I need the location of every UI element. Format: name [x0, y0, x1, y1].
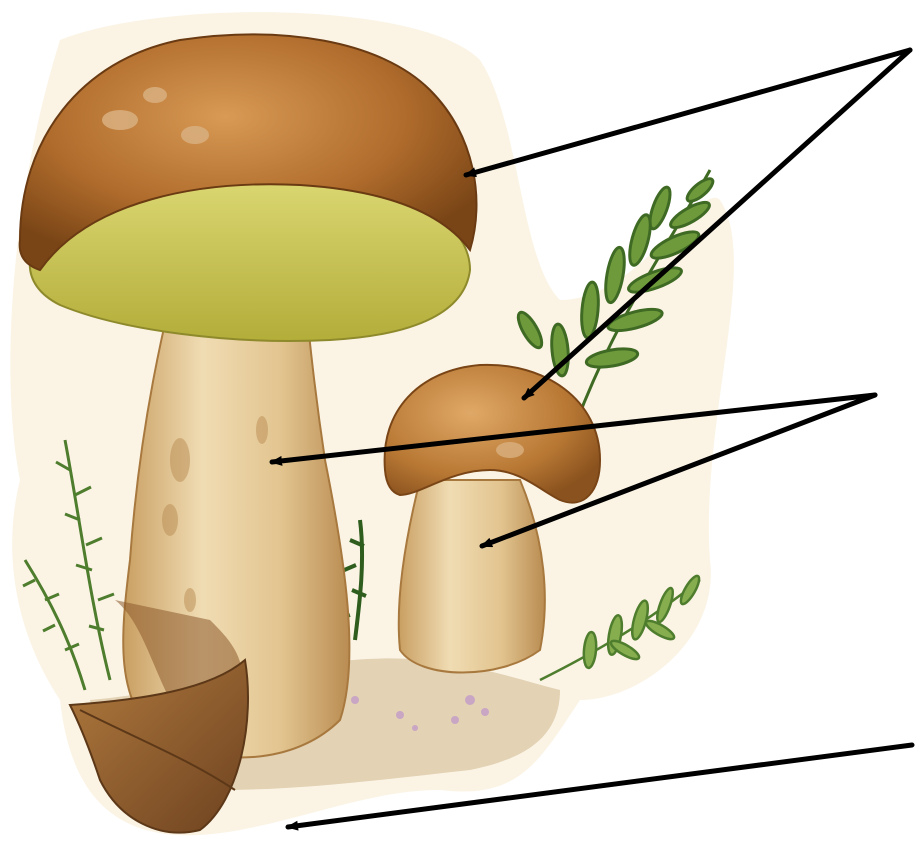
- small-cap-spot: [496, 442, 524, 458]
- small-stem: [399, 480, 545, 673]
